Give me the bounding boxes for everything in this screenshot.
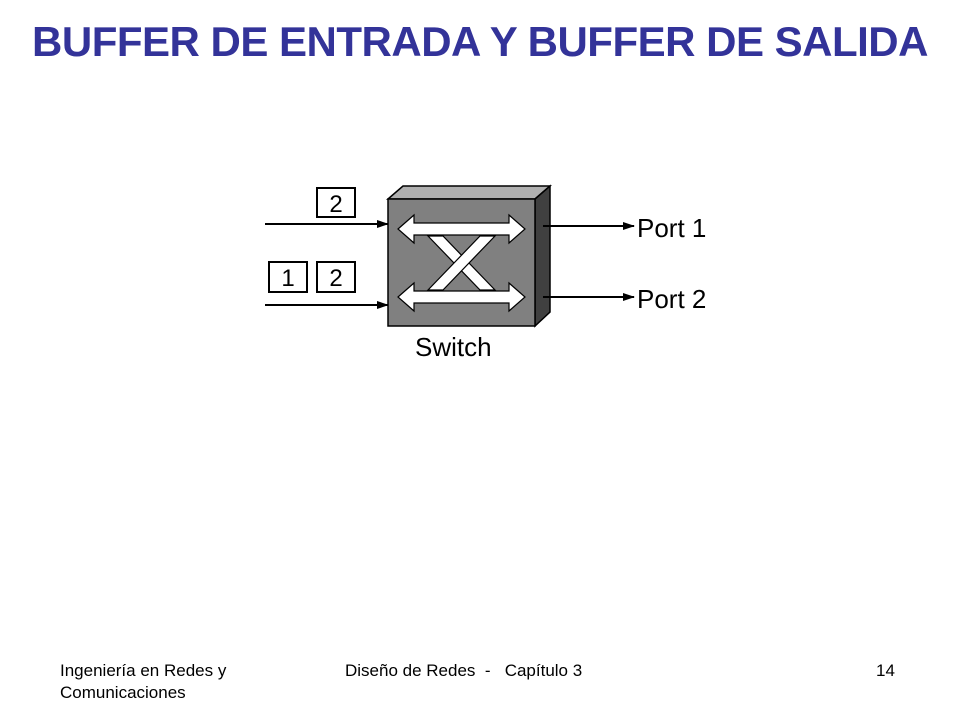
port-2-label: Port 2 xyxy=(637,284,706,314)
footer-chapter: Diseño de Redes - Capítulo 3 xyxy=(345,661,583,680)
port-1-label: Port 1 xyxy=(637,213,706,243)
input-2-packet-a: 1 xyxy=(268,261,308,293)
input-2-packet-b: 2 xyxy=(316,261,356,293)
switch-crossbar-icon xyxy=(397,213,526,313)
input-2-packet-a-label: 1 xyxy=(281,265,294,292)
input-1-packet: 2 xyxy=(316,187,356,218)
input-1-packet-label: 2 xyxy=(329,191,342,218)
slide-title: BUFFER DE ENTRADA Y BUFFER DE SALIDA xyxy=(32,18,928,65)
footer-page-number: 14 xyxy=(876,661,895,680)
footer-course: Ingeniería en Redes y Comunicaciones xyxy=(60,661,227,702)
switch-label: Switch xyxy=(415,332,492,362)
switch-top-face xyxy=(385,185,553,200)
switch-device xyxy=(385,184,553,328)
input-2-packet-b-label: 2 xyxy=(329,265,342,292)
switch-side-face xyxy=(534,184,551,328)
